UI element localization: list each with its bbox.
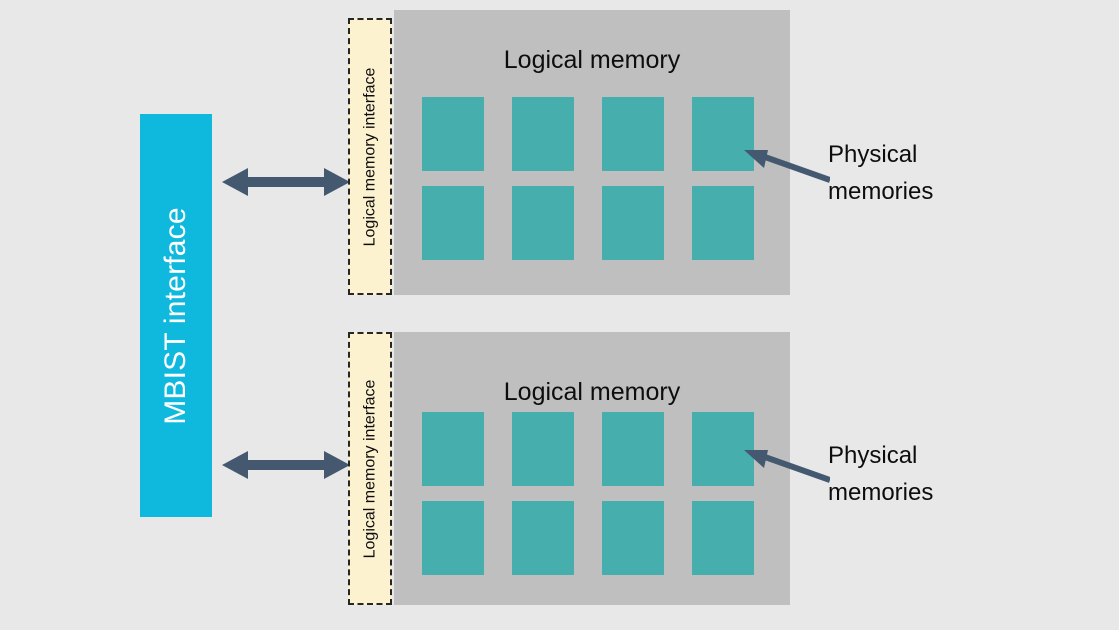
callout-line-2: memories xyxy=(828,479,934,507)
physical-memory-square xyxy=(422,97,484,171)
physical-memory-grid-top xyxy=(422,97,754,260)
logical-memory-interface-label: Logical memory interface xyxy=(361,379,378,558)
physical-memories-callout-arrow-bottom xyxy=(744,450,830,483)
mbist-interface-block: MBIST interface xyxy=(140,114,212,517)
physical-memory-square xyxy=(512,186,574,260)
callout-line-1: Physical xyxy=(828,141,918,168)
physical-memory-grid-bottom xyxy=(422,412,754,575)
logical-memory-title: Logical memory xyxy=(503,46,681,74)
mbist-to-top-interface-arrow xyxy=(222,168,350,196)
mbist-to-bottom-interface-arrow xyxy=(222,451,350,479)
logical-memory-title: Logical memory xyxy=(503,378,681,406)
physical-memory-square xyxy=(602,97,664,171)
physical-memories-callout-bottom: Physical memories xyxy=(828,437,933,511)
logical-memory-interface-label: Logical memory interface xyxy=(361,67,378,246)
physical-memory-square xyxy=(692,412,754,486)
callout-line-2: memories xyxy=(828,178,934,206)
logical-memory-block-bottom: Logical memory xyxy=(394,332,790,605)
physical-memory-square xyxy=(602,186,664,260)
physical-memory-square xyxy=(512,412,574,486)
physical-memory-square xyxy=(422,186,484,260)
physical-memory-square xyxy=(512,97,574,171)
physical-memory-square xyxy=(692,501,754,575)
mbist-interface-label: MBIST interface xyxy=(159,206,192,425)
physical-memory-square xyxy=(602,412,664,486)
logical-memory-interface-bottom: Logical memory interface xyxy=(348,332,392,605)
callout-line-1: Physical xyxy=(828,442,918,469)
logical-memory-block-top: Logical memory xyxy=(394,10,790,295)
physical-memories-callout-top: Physical memories xyxy=(828,136,933,210)
physical-memory-square xyxy=(692,97,754,171)
logical-memory-interface-top: Logical memory interface xyxy=(348,18,392,295)
physical-memory-square xyxy=(422,501,484,575)
physical-memory-square xyxy=(692,186,754,260)
physical-memory-square xyxy=(422,412,484,486)
physical-memory-square xyxy=(602,501,664,575)
physical-memories-callout-arrow-top xyxy=(744,150,830,183)
physical-memory-square xyxy=(512,501,574,575)
